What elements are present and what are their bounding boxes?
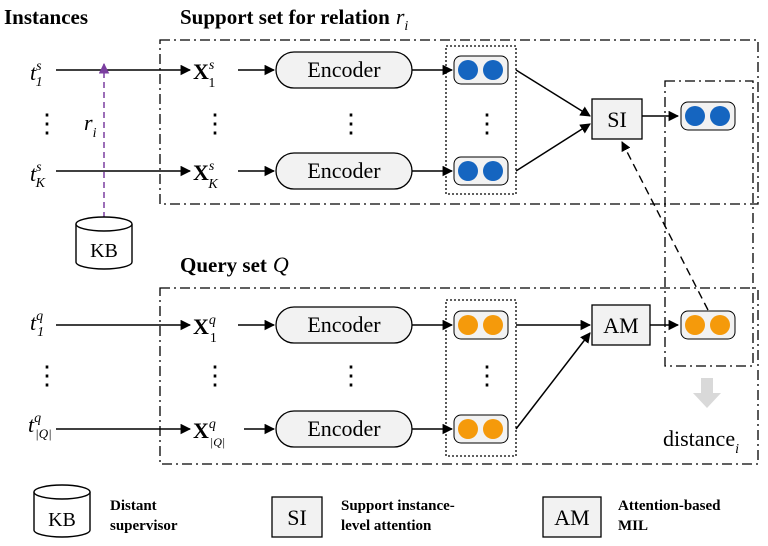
legend-si-symbol: SI	[287, 505, 307, 530]
query-embedding-1	[453, 310, 509, 340]
query-instance-q: tq|Q|	[28, 411, 52, 441]
encoder-query-q: Encoder	[275, 410, 413, 448]
vector-query-dots: ⋮	[202, 361, 228, 390]
query-set-group	[159, 287, 759, 465]
arrow-query-to-si-feedback	[621, 141, 709, 311]
am-label: AM	[603, 313, 638, 338]
support-set-group	[159, 39, 759, 205]
relation-label: ri	[84, 110, 97, 141]
embedding-dot	[483, 60, 503, 80]
embedding-dot	[483, 161, 503, 181]
kb-label: KB	[90, 240, 118, 262]
legend-kb: KB Distant supervisor	[33, 484, 178, 538]
encoder-query-dots: ⋮	[338, 361, 364, 390]
legend-si: SI Support instance- level attention	[271, 496, 455, 538]
vector-xqq: Xq|Q|	[193, 417, 225, 449]
query-embeddings-group	[445, 299, 517, 457]
instances-heading: Instances	[4, 5, 88, 29]
down-arrow-icon	[693, 378, 721, 408]
support-embedding-dots: ⋮	[474, 109, 500, 138]
encoder-support-dots: ⋮	[338, 109, 364, 138]
embedding-dot	[458, 315, 478, 335]
query-embedding-dots: ⋮	[474, 361, 500, 390]
distance-label: distancei	[663, 426, 739, 457]
support-embedding-1	[453, 55, 509, 85]
vector-support-dots: ⋮	[202, 109, 228, 138]
si-attention-box: SI	[591, 98, 643, 140]
encoder-label: Encoder	[307, 57, 381, 82]
embedding-dot	[483, 419, 503, 439]
embedding-dot	[685, 315, 705, 335]
encoder-label: Encoder	[307, 312, 381, 337]
embedding-dot	[458, 419, 478, 439]
encoder-support-k: Encoder	[275, 152, 413, 190]
encoder-query-1: Encoder	[275, 306, 413, 344]
query-prototype-embedding	[680, 310, 736, 340]
support-embedding-k	[453, 156, 509, 186]
embedding-dot	[685, 106, 705, 126]
legend-am-symbol: AM	[554, 505, 589, 530]
legend-kb-line1: Distant	[110, 498, 157, 514]
encoder-label: Encoder	[307, 416, 381, 441]
legend-am: AM Attention-based MIL	[542, 496, 721, 538]
kb-database-icon: KB	[75, 216, 133, 270]
embedding-dot	[458, 60, 478, 80]
support-instance-dots: ⋮	[34, 109, 60, 138]
arrow-emb-sk-to-si	[515, 123, 591, 172]
embedding-dot	[710, 315, 730, 335]
encoder-support-1: Encoder	[275, 51, 413, 89]
legend-am-line1: Attention-based	[618, 498, 721, 514]
prototype-group	[664, 80, 754, 367]
si-label: SI	[607, 107, 627, 132]
legend-kb-symbol: KB	[48, 509, 76, 531]
arrow-emb-s1-to-si	[515, 69, 591, 117]
embedding-dot	[458, 161, 478, 181]
legend-si-line1: Support instance-	[341, 498, 455, 514]
legend-am-line2: MIL	[618, 518, 648, 534]
legend-si-line2: level attention	[341, 518, 432, 534]
query-instance-dots: ⋮	[34, 361, 60, 390]
am-attention-box: AM	[591, 304, 651, 346]
support-embeddings-group	[445, 45, 517, 195]
embedding-dot	[710, 106, 730, 126]
arrow-emb-qq-to-am	[515, 332, 591, 430]
legend-kb-line2: supervisor	[110, 518, 178, 534]
query-embedding-q	[453, 414, 509, 444]
relation-label-bg	[78, 103, 102, 143]
embedding-dot	[483, 315, 503, 335]
encoder-label: Encoder	[307, 158, 381, 183]
support-prototype-embedding	[680, 101, 736, 131]
